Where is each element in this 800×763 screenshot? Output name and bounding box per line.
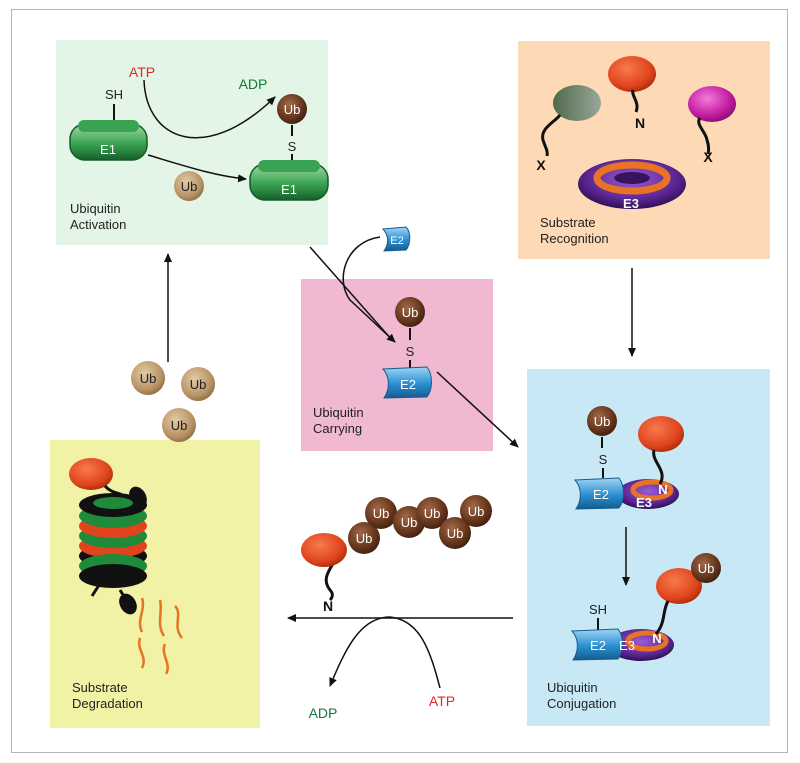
ub-label: Ub [468, 504, 485, 519]
ub-label: Ub [171, 418, 188, 433]
free-ubiquitin-recycled: Ub Ub Ub [131, 361, 215, 442]
e3-label: E3 [636, 495, 652, 510]
adp-label: ADP [239, 76, 268, 92]
ub-label: Ub [698, 561, 715, 576]
e2-label: E2 [593, 487, 609, 502]
atp-to-adp-arrow-2 [329, 616, 441, 689]
adp-label: ADP [309, 705, 338, 721]
ub-label: Ub [181, 179, 198, 194]
e2-label: E2 [590, 638, 606, 653]
ub-label: Ub [140, 371, 157, 386]
conjugation-label-line1: Ubiquitin [547, 680, 598, 695]
e1-to-e2-arrow [309, 246, 393, 341]
carrying-label-line2: Carrying [313, 421, 363, 436]
s-label: S [288, 139, 297, 154]
ub-label: Ub [424, 506, 441, 521]
ubiquitinated-substrate-on-e3: SH E2 E3 Ub N [570, 553, 721, 661]
peptide-fragments [137, 597, 184, 675]
figure-frame [11, 9, 788, 753]
activation-label-line1: Ubiquitin [70, 201, 121, 216]
ub-free-activation: Ub [174, 171, 204, 201]
e1-label: E1 [100, 142, 116, 157]
ub-label: Ub [447, 526, 464, 541]
degradation-label-line2: Degradation [72, 696, 143, 711]
proteasome [69, 458, 147, 615]
e3-label: E3 [623, 196, 639, 211]
n-label: N [323, 598, 333, 614]
e2-e3-ub-complex: Ub S E2 E3 N [573, 406, 684, 510]
ub-label: Ub [594, 414, 611, 429]
n-label: N [652, 631, 661, 646]
e1-free: E1 SH [69, 87, 148, 161]
e1-to-e1ub-arrow [147, 154, 247, 183]
atp-to-adp-arrow [143, 79, 276, 139]
ub-label: Ub [190, 377, 207, 392]
ub-label: Ub [373, 506, 390, 521]
substrate-n: N [608, 56, 656, 131]
substrate-x-gray: X [536, 85, 601, 173]
carrying-to-conjugation-arrow [436, 371, 519, 448]
substrate-x-magenta: X [688, 86, 736, 165]
e3-label: E3 [619, 638, 635, 653]
e3-ligase: E3 [578, 159, 686, 211]
recognition-label-line1: Substrate [540, 215, 596, 230]
e2-incoming: E2 [381, 226, 411, 252]
ub-label: Ub [356, 531, 373, 546]
ub-label: Ub [402, 305, 419, 320]
polyubiquitinated-substrate: N Ub Ub Ub Ub Ub Ub [301, 495, 492, 614]
carrying-label-line1: Ubiquitin [313, 405, 364, 420]
e2-loading-arrow [342, 236, 396, 343]
atp-label: ATP [129, 64, 155, 80]
ub-label: Ub [401, 515, 418, 530]
recognition-label-line2: Recognition [540, 231, 609, 246]
atp-label: ATP [429, 693, 455, 709]
n-label: N [635, 115, 645, 131]
activation-label-line2: Activation [70, 217, 127, 232]
degradation-label-line1: Substrate [72, 680, 128, 695]
x-label: X [536, 157, 546, 173]
e2-label: E2 [400, 377, 416, 392]
e1-ub-complex: Ub S E1 [249, 94, 329, 201]
s-label: S [406, 344, 415, 359]
sh-label: SH [105, 87, 123, 102]
e2-ub-complex: Ub S E2 [381, 297, 432, 399]
ub-label: Ub [284, 102, 301, 117]
conjugation-label-line2: Conjugation [547, 696, 617, 711]
e2-label: E2 [390, 235, 403, 247]
sh-label: SH [589, 602, 607, 617]
e1-label: E1 [281, 182, 297, 197]
x-label: X [703, 149, 713, 165]
n-label: N [658, 482, 667, 497]
s-label: S [599, 452, 608, 467]
